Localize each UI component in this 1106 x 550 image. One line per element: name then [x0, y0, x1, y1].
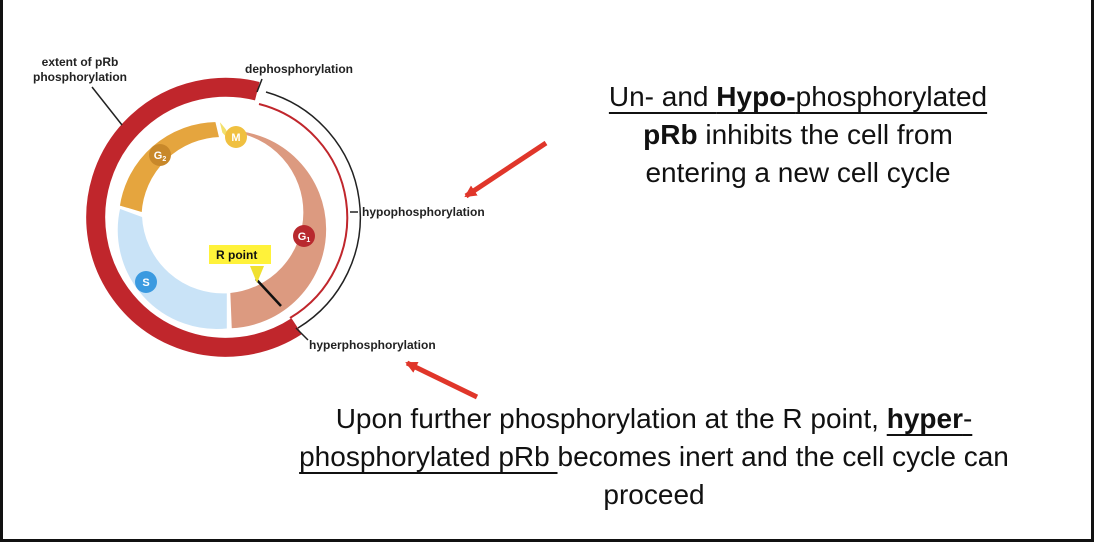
arrow-to-hyperphosphorylation	[405, 360, 479, 400]
bottom-line-2: phosphorylated pRb becomes inert and the…	[299, 441, 1009, 472]
r-point-box	[209, 245, 271, 264]
svg-text:G1: G1	[298, 231, 311, 244]
bottom-line-1: Upon further phosphorylation at the R po…	[335, 403, 973, 434]
svg-text:M: M	[231, 132, 240, 144]
hypo-explanation-text: Un- and Hypo-phosphorylated pRb inhibits…	[548, 78, 1048, 192]
s-phase-segment	[115, 206, 229, 331]
r-point-label: R point	[216, 248, 257, 262]
figure-frame	[0, 0, 1094, 542]
svg-text:G2: G2	[154, 150, 167, 163]
extent-label-line1: extent of pRb	[42, 55, 119, 69]
inner-phosphorylation-line	[258, 103, 349, 319]
outer-phosphorylation-ring	[86, 77, 302, 357]
extent-leader-line	[91, 86, 123, 126]
svg-text:S: S	[142, 277, 149, 289]
g2-phase-segment	[117, 119, 222, 215]
hyper-explanation-text: Upon further phosphorylation at the R po…	[220, 400, 1088, 514]
g1-phase-segment	[228, 128, 329, 331]
arrow-to-hypophosphorylation	[464, 140, 548, 199]
top-line-2: pRb inhibits the cell from	[643, 119, 953, 150]
g2-badge: G2	[149, 144, 171, 166]
g1-badge: G1	[293, 225, 315, 247]
hyperphosphorylation-label: hyperphosphorylation	[309, 338, 436, 352]
hypophosphorylation-bracket	[265, 91, 362, 329]
hypophosphorylation-label: hypophosphorylation	[362, 205, 485, 219]
top-line-3: entering a new cell cycle	[645, 157, 951, 188]
m-badge: M	[225, 126, 247, 148]
r-point-yellow-arrow	[250, 266, 264, 283]
dephosphorylation-label: dephosphorylation	[245, 62, 353, 76]
s-badge: S	[135, 271, 157, 293]
extent-label-line2: phosphorylation	[33, 70, 127, 84]
top-line-1: Un- and Hypo-phosphorylated	[608, 81, 988, 112]
r-point-marker-line	[255, 278, 282, 307]
bottom-line-3: proceed	[603, 479, 705, 510]
